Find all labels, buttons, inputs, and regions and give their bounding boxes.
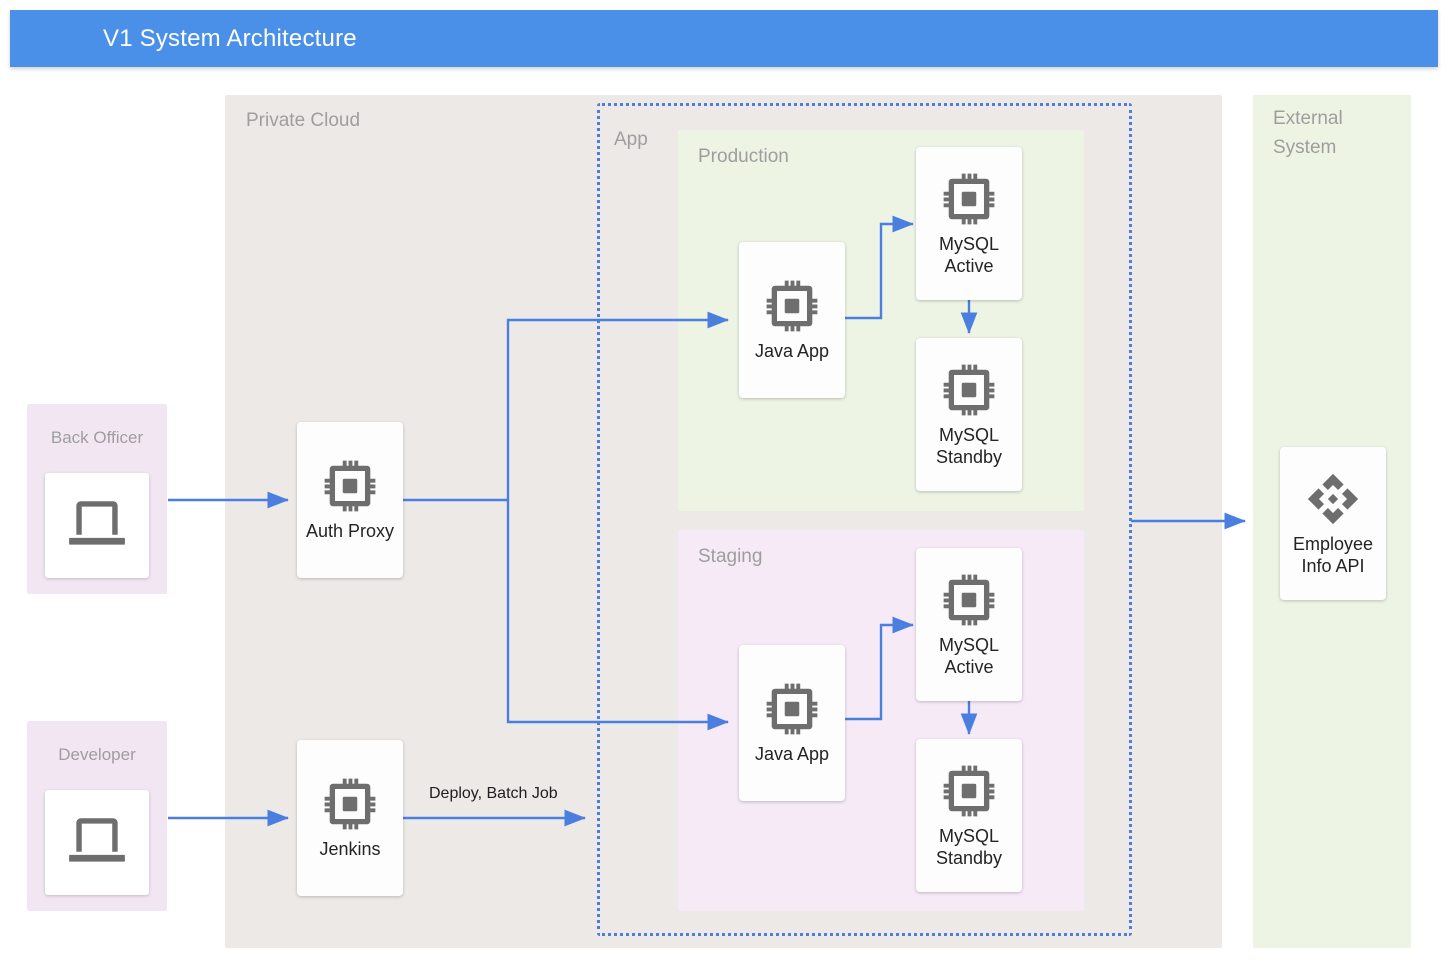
group-label-production: Production: [698, 146, 789, 167]
cpu-chip-icon: [943, 765, 995, 816]
group-label-staging: Staging: [698, 546, 763, 567]
laptop-icon: [69, 500, 125, 545]
cpu-chip-icon: [766, 683, 818, 735]
cpu-chip-icon: [943, 173, 995, 224]
node-label-prod-mysql-active: MySQL Active: [938, 233, 999, 276]
node-auth-proxy[interactable]: Auth Proxy: [297, 422, 403, 578]
cpu-chip-icon: [766, 280, 818, 332]
node-employee-info-api[interactable]: Employee Info API: [1280, 447, 1386, 600]
node-staging-mysql-standby[interactable]: MySQL Standby: [916, 739, 1022, 892]
page-header: V1 System Architecture: [10, 10, 1438, 67]
cpu-chip-icon: [324, 778, 376, 830]
group-label-app: App: [614, 129, 648, 150]
laptop-icon: [69, 817, 125, 862]
node-staging-mysql-active[interactable]: MySQL Active: [916, 548, 1022, 701]
cpu-chip-icon: [943, 574, 995, 625]
group-label-private-cloud: Private Cloud: [246, 110, 361, 131]
edge-label-deploy-batch-job: Deploy, Batch Job: [429, 785, 558, 802]
node-jenkins[interactable]: Jenkins: [297, 740, 403, 896]
node-label-prod-mysql-standby: MySQL Standby: [935, 424, 1003, 467]
node-label-employee-info-api: Employee Info API: [1292, 533, 1374, 576]
node-staging-java-app[interactable]: Java App: [739, 645, 845, 801]
group-label-external-system: External System: [1273, 108, 1343, 158]
group-label-back-officer: Back Officer: [50, 428, 144, 447]
node-back-officer-client[interactable]: [45, 473, 149, 578]
api-diamond-icon: [1307, 473, 1359, 524]
node-label-prod-java-app: Java App: [754, 341, 830, 362]
node-prod-mysql-active[interactable]: MySQL Active: [916, 147, 1022, 300]
node-label-staging-java-app: Java App: [754, 744, 830, 765]
cpu-chip-icon: [324, 460, 376, 512]
node-prod-mysql-standby[interactable]: MySQL Standby: [916, 338, 1022, 491]
cpu-chip-icon: [943, 364, 995, 415]
node-label-jenkins: Jenkins: [319, 839, 381, 860]
node-prod-java-app[interactable]: Java App: [739, 242, 845, 398]
page-title: V1 System Architecture: [103, 24, 357, 52]
node-label-staging-mysql-standby: MySQL Standby: [935, 825, 1003, 868]
group-label-developer: Developer: [58, 745, 136, 764]
node-developer-client[interactable]: [45, 790, 149, 895]
node-label-staging-mysql-active: MySQL Active: [938, 634, 999, 677]
node-label-auth-proxy: Auth Proxy: [305, 521, 395, 542]
